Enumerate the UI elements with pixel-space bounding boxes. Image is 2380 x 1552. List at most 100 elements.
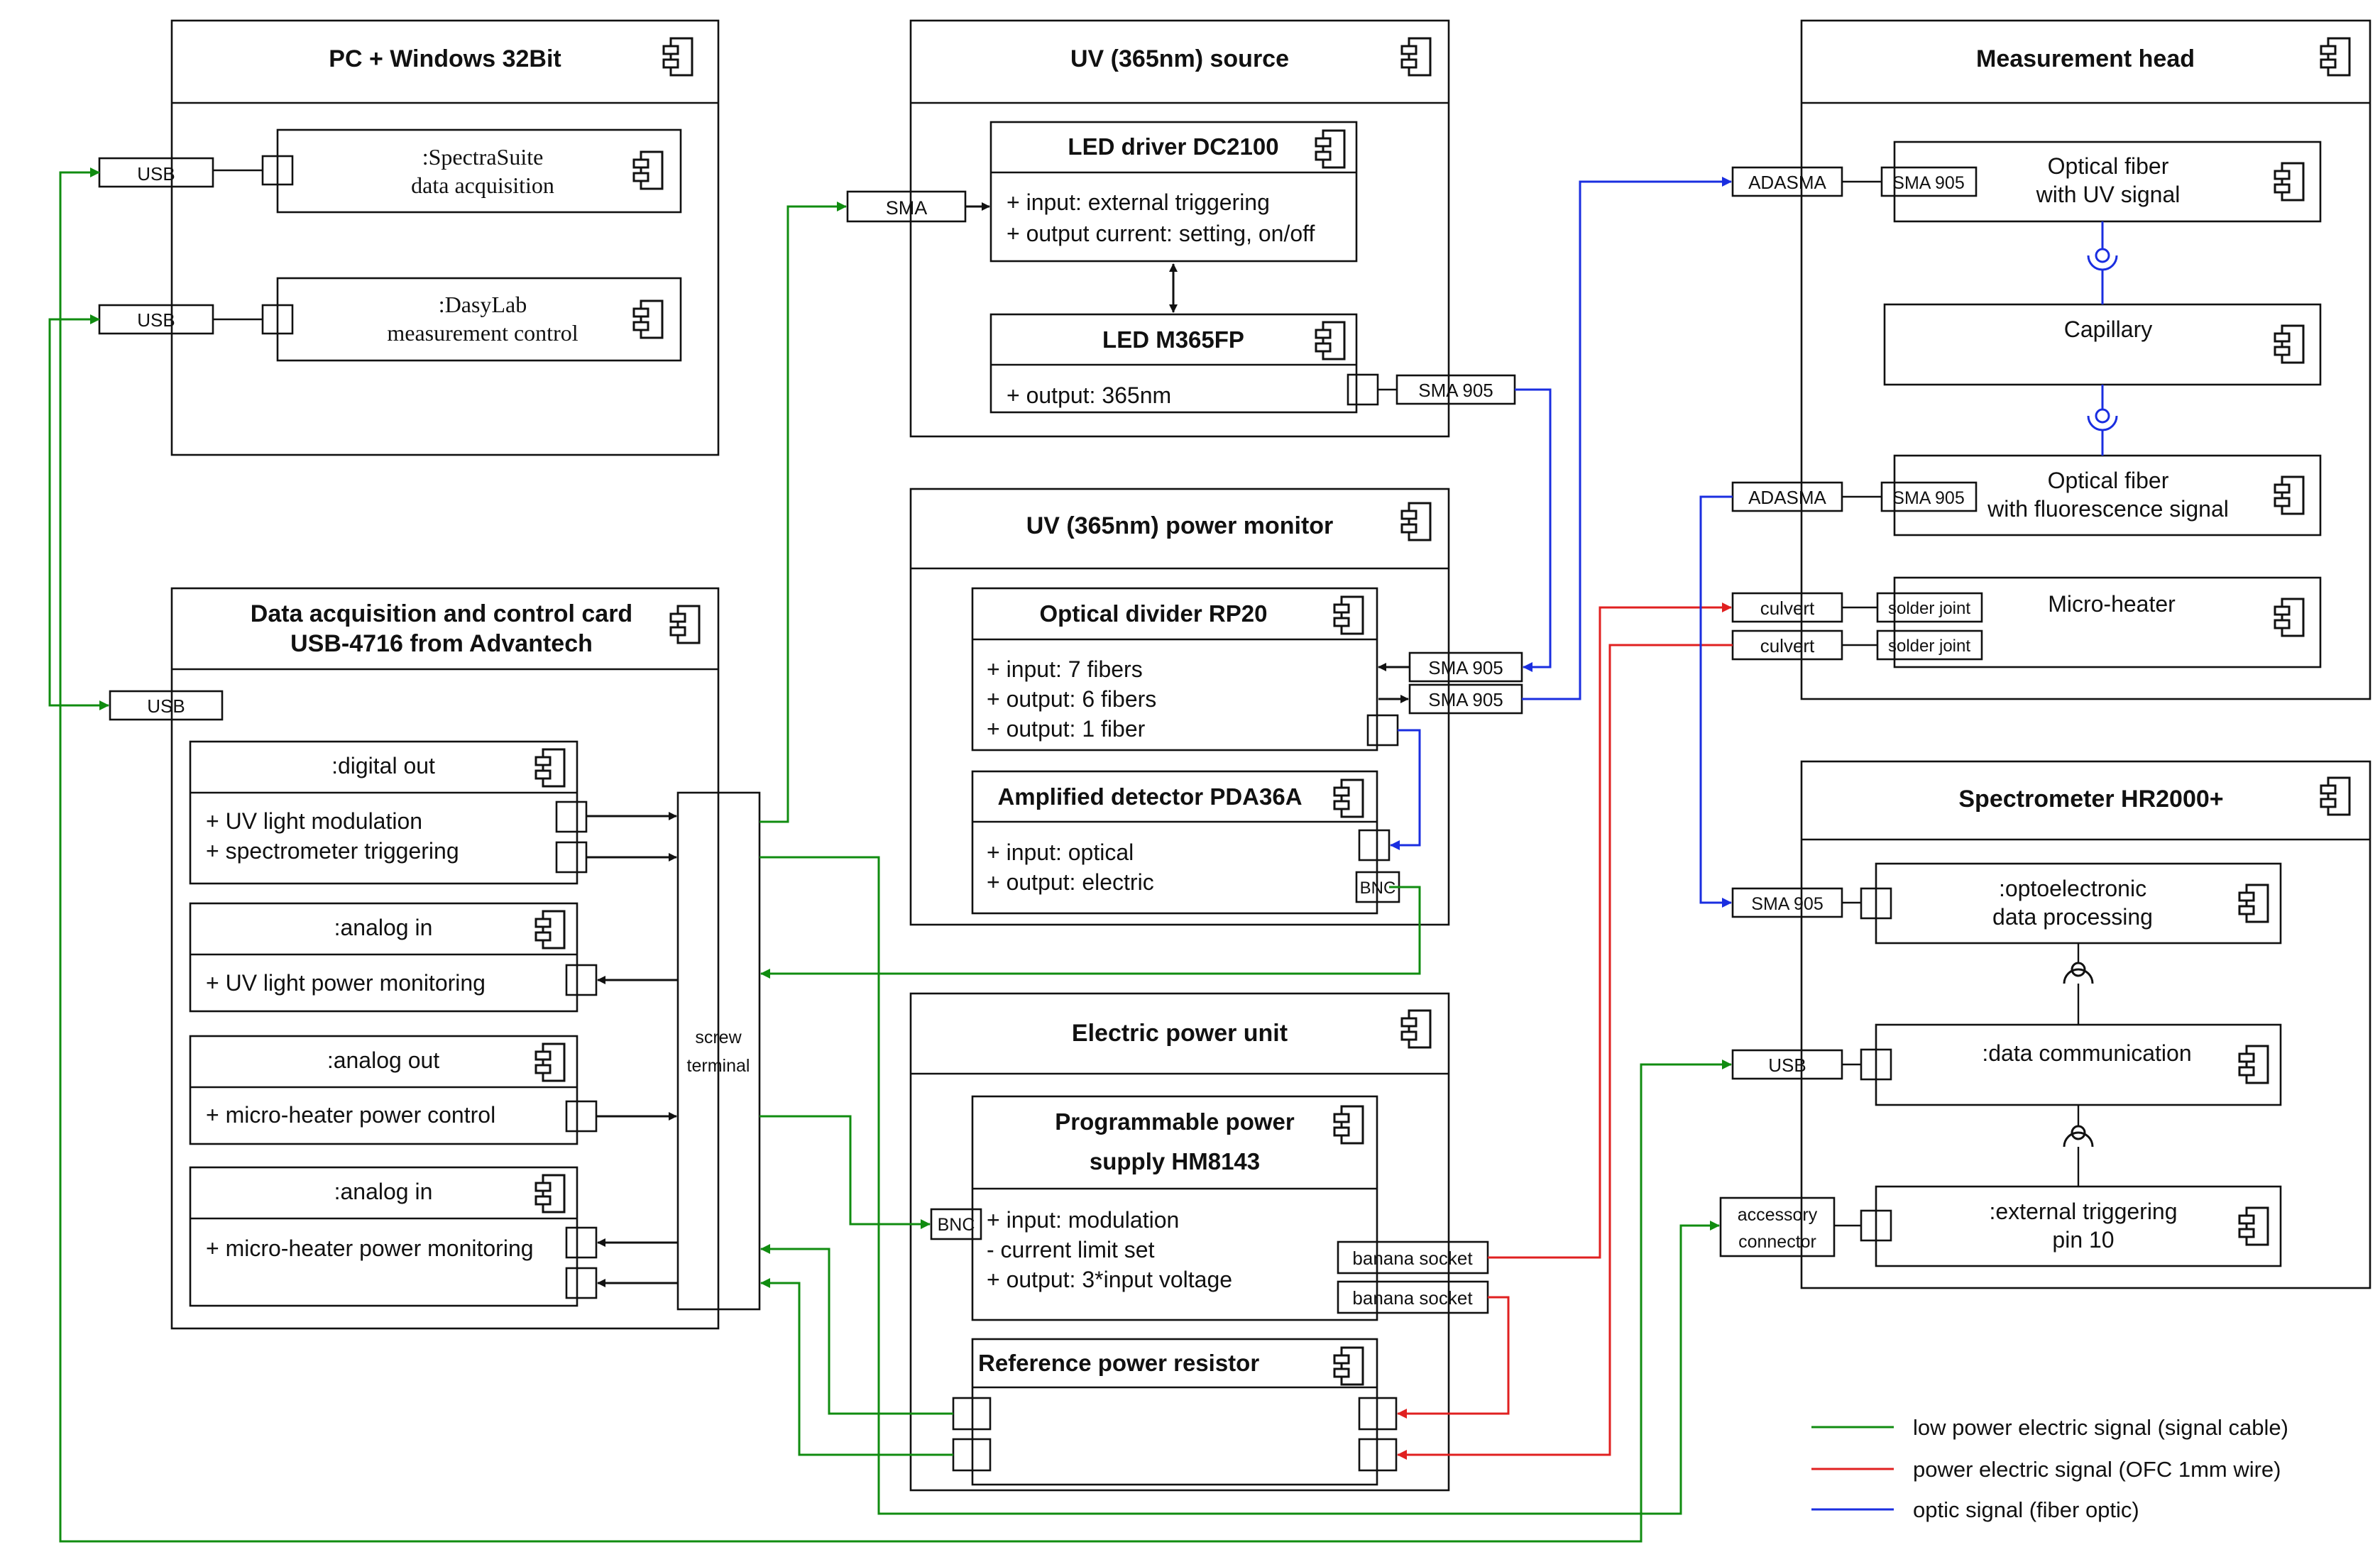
module-line: + micro-heater power control <box>206 1102 495 1128</box>
resistor-title: Reference power resistor <box>978 1350 1259 1376</box>
component-icon <box>2238 1206 2269 1246</box>
component-icon <box>2274 475 2305 515</box>
component-icon <box>2320 37 2351 77</box>
module-name: :analog in <box>334 1179 433 1204</box>
led-driver-output: + output current: setting, on/off <box>1007 221 1315 246</box>
sma905-port-label: SMA 905 <box>1751 894 1823 914</box>
culvert-label: culvert <box>1760 598 1815 619</box>
power-unit-component: Electric power unit Programmable power s… <box>909 992 1489 1492</box>
component-icon <box>1400 502 1432 541</box>
measurement-head-title: Measurement head <box>1976 45 2195 72</box>
component-icon <box>1333 595 1364 635</box>
component-icon <box>2274 598 2305 637</box>
sma905-port-label: SMA 905 <box>1428 657 1503 678</box>
uv-source-title: UV (365nm) source <box>1070 45 1289 72</box>
dasylab-label-2: measurement control <box>387 320 578 346</box>
module-line: + spectrometer triggering <box>206 838 459 864</box>
spectrasuite-label-1: :SpectraSuite <box>422 144 544 170</box>
dasylab-label-1: :DasyLab <box>439 292 527 317</box>
divider-title: Optical divider RP20 <box>1040 600 1268 627</box>
detector-line-1: + input: optical <box>987 840 1134 865</box>
fiber-fl-label-2: with fluorescence signal <box>1987 496 2229 522</box>
sma905-port-label: SMA 905 <box>1892 488 1964 508</box>
led-driver-input: + input: external triggering <box>1007 189 1270 215</box>
component-icon <box>1333 1105 1364 1145</box>
component-icon <box>534 910 566 950</box>
component-icon <box>1400 37 1432 77</box>
sma905-port-label: SMA 905 <box>1892 173 1964 193</box>
led-driver-title: LED driver DC2100 <box>1068 133 1278 160</box>
psu-line-3: + output: 3*input voltage <box>987 1267 1232 1292</box>
module-name: :digital out <box>331 753 435 778</box>
screw-terminal-label-1: screw <box>695 1028 742 1047</box>
component-icon <box>1333 1346 1364 1386</box>
component-icon <box>534 1042 566 1082</box>
psu-title-1: Programmable power <box>1055 1108 1295 1135</box>
green-connections <box>48 167 1732 1543</box>
component-icon <box>1333 778 1364 818</box>
usb-port-label: USB <box>147 695 185 717</box>
daq-card-component: Data acquisition and control card USB-47… <box>109 587 761 1330</box>
adasma-label: ADASMA <box>1748 487 1826 508</box>
component-icon <box>534 748 566 788</box>
usb-port-label: USB <box>137 163 175 185</box>
power-monitor-component: UV (365nm) power monitor Optical divider… <box>909 488 1523 926</box>
solder-joint-label: solder joint <box>1888 637 1970 656</box>
component-icon <box>2274 324 2305 364</box>
psu-line-2: - current limit set <box>987 1237 1155 1262</box>
component-icon <box>2238 1045 2269 1084</box>
daq-title-2: USB-4716 from Advantech <box>290 630 593 657</box>
pc-component: PC + Windows 32Bit :SpectraSuite data ac… <box>98 19 720 456</box>
component-icon <box>2238 884 2269 923</box>
spectrometer-component: Spectrometer HR2000+ :optoelectronic dat… <box>1719 760 2371 1289</box>
module-name: :analog out <box>327 1047 439 1073</box>
component-icon <box>2274 162 2305 202</box>
legend-label: optic signal (fiber optic) <box>1913 1497 2139 1522</box>
micro-heater-label: Micro-heater <box>2048 591 2176 617</box>
psu-title-2: supply HM8143 <box>1090 1148 1260 1174</box>
divider-line-2: + output: 6 fibers <box>987 686 1156 712</box>
accessory-connector-label-2: connector <box>1738 1232 1816 1252</box>
sma905-port-label: SMA 905 <box>1418 380 1493 401</box>
component-icon <box>2320 776 2351 816</box>
module-line: + UV light modulation <box>206 808 422 834</box>
adasma-label: ADASMA <box>1748 172 1826 193</box>
detector-line-2: + output: electric <box>987 869 1154 895</box>
power-unit-title: Electric power unit <box>1072 1020 1288 1047</box>
screw-terminal-label-2: terminal <box>687 1056 750 1076</box>
sma905-port-label: SMA 905 <box>1428 689 1503 710</box>
opto-label-2: data processing <box>1992 904 2153 930</box>
opto-label-1: :optoelectronic <box>1999 876 2146 901</box>
banana-socket-label: banana socket <box>1352 1248 1473 1269</box>
trigger-label-2: pin 10 <box>2052 1227 2114 1253</box>
component-icon <box>1400 1009 1432 1049</box>
module-line: + UV light power monitoring <box>206 970 486 996</box>
usb-port-label: USB <box>137 309 175 331</box>
bnc-label: BNC <box>938 1215 975 1235</box>
blue-connections <box>1390 177 1733 908</box>
usb-port-label: USB <box>1768 1055 1806 1076</box>
spectrasuite-label-2: data acquisition <box>411 172 554 198</box>
accessory-connector-label-1: accessory <box>1738 1205 1818 1225</box>
component-icon <box>662 37 693 77</box>
culvert-label: culvert <box>1760 635 1815 656</box>
detector-title: Amplified detector PDA36A <box>997 783 1302 810</box>
banana-socket-label: banana socket <box>1352 1287 1473 1309</box>
daq-title-1: Data acquisition and control card <box>251 600 632 627</box>
module-line: + micro-heater power monitoring <box>206 1235 534 1261</box>
uv-source-component: UV (365nm) source LED driver DC2100 + in… <box>846 19 1516 438</box>
component-icon <box>534 1174 566 1213</box>
divider-line-1: + input: 7 fibers <box>987 656 1143 682</box>
sma-port-label: SMA <box>886 197 928 219</box>
led-output-label: + output: 365nm <box>1007 383 1171 408</box>
module-name: :analog in <box>334 915 433 940</box>
power-monitor-title: UV (365nm) power monitor <box>1026 512 1334 539</box>
red-connections <box>1397 602 1733 1460</box>
component-icon <box>632 299 664 339</box>
legend-label: power electric signal (OFC 1mm wire) <box>1913 1457 2281 1482</box>
fiber-uv-label-1: Optical fiber <box>2048 153 2169 179</box>
psu-line-1: + input: modulation <box>987 1207 1179 1233</box>
trigger-label-1: :external triggering <box>1989 1199 2177 1224</box>
fiber-fl-label-1: Optical fiber <box>2048 468 2169 493</box>
measurement-head-component: Measurement head Optical fiber with UV s… <box>1731 19 2371 700</box>
